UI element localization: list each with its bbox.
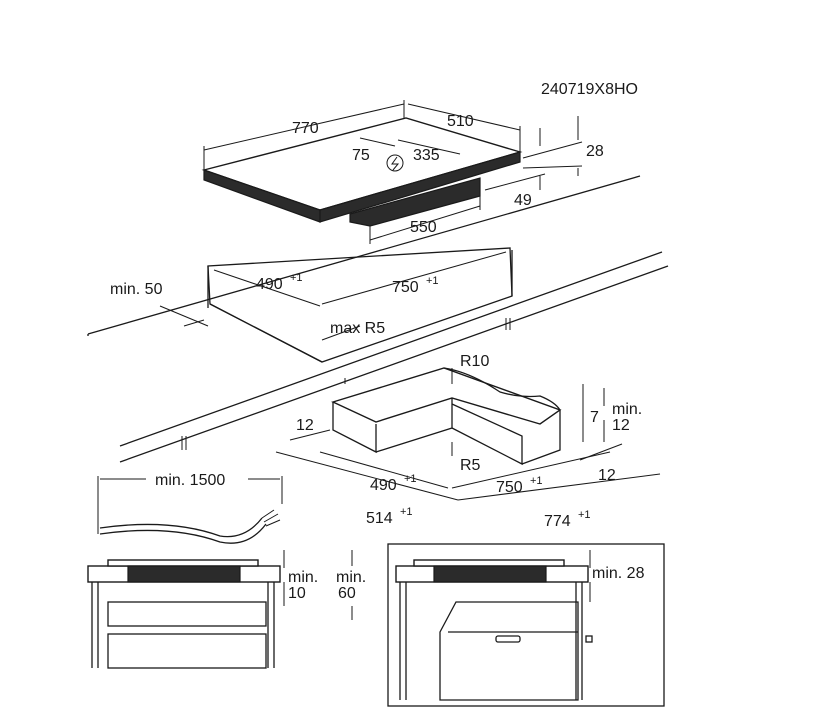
oven-detail-frame: [387, 543, 665, 707]
outer-width-label: 774: [544, 513, 571, 530]
inner-width-label: 750: [496, 479, 523, 496]
cable-offset-a-label: 75: [352, 147, 370, 164]
drawer-clearance-value: 10: [288, 585, 306, 602]
drawer-depth-min: min.: [336, 569, 366, 586]
oven-body: [439, 601, 579, 701]
hob-bottom-width-label: 550: [410, 219, 437, 236]
cutout-depth-label: 490: [256, 276, 283, 293]
oven-clearance-label: min. 28: [592, 565, 645, 582]
drawer-clearance-min: min.: [288, 569, 318, 586]
left-rim-label: 12: [296, 417, 314, 434]
hob-body-right: [433, 565, 547, 583]
model-code: 240719X8HO: [541, 81, 638, 98]
lightning-icon: [391, 156, 400, 171]
frame-corner-detail: R10 R5 12 12 7 min. 12 490 +1 750 +1 514…: [275, 353, 661, 530]
min-height-value: 12: [612, 417, 630, 434]
outer-depth-tol: +1: [400, 506, 413, 518]
right-rim-label: 12: [598, 467, 616, 484]
cutout-width-tol: +1: [426, 275, 439, 287]
cutout-depth-tol: +1: [290, 272, 303, 284]
hob-width-label: 770: [292, 120, 319, 137]
cable-length-label: min. 1500: [155, 472, 225, 489]
inner-depth-tol: +1: [404, 473, 417, 485]
hob-body: [349, 177, 481, 227]
hob-body-left: [127, 565, 241, 583]
drawer-depth-value: 60: [338, 585, 356, 602]
cable-power-icon: [386, 154, 404, 172]
hob-glass-left: [107, 559, 259, 567]
worktop-cutout-drawing: min. 50 490 +1 750 +1 max R5: [87, 175, 669, 463]
hob-thickness-label: 28: [586, 143, 604, 160]
outer-radius-label: R10: [460, 353, 489, 370]
hob-glass-edge-right: [319, 151, 521, 223]
drawer-install-drawing: min. 10 min. 60: [87, 550, 366, 669]
outer-depth-label: 514: [366, 510, 393, 527]
cable-drawing: min. 1500: [97, 472, 283, 544]
min-edge-label: min. 50: [110, 281, 163, 298]
oven-install-drawing: min. 28: [387, 543, 665, 707]
inner-radius-label: R5: [460, 457, 481, 474]
min-height-label: min.: [612, 401, 642, 418]
hob-bottom-height-label: 49: [514, 192, 532, 209]
drawer-2: [107, 633, 267, 669]
inner-depth-label: 490: [370, 477, 397, 494]
hob-drawing: 770 510 75 335 28 49 550: [201, 100, 604, 244]
cutout-outline: [207, 247, 513, 363]
cutout-width-label: 750: [392, 279, 419, 296]
hob-depth-label: 510: [447, 113, 474, 130]
oven-handle: [495, 635, 521, 643]
cable-offset-b-label: 335: [413, 147, 440, 164]
outer-width-tol: +1: [578, 509, 591, 521]
oven-knob: [585, 635, 593, 643]
inner-width-tol: +1: [530, 475, 543, 487]
step-height-label: 7: [590, 409, 599, 426]
cutout-radius-label: max R5: [330, 320, 385, 337]
hob-glass-right: [413, 559, 565, 567]
drawer-1: [107, 601, 267, 627]
